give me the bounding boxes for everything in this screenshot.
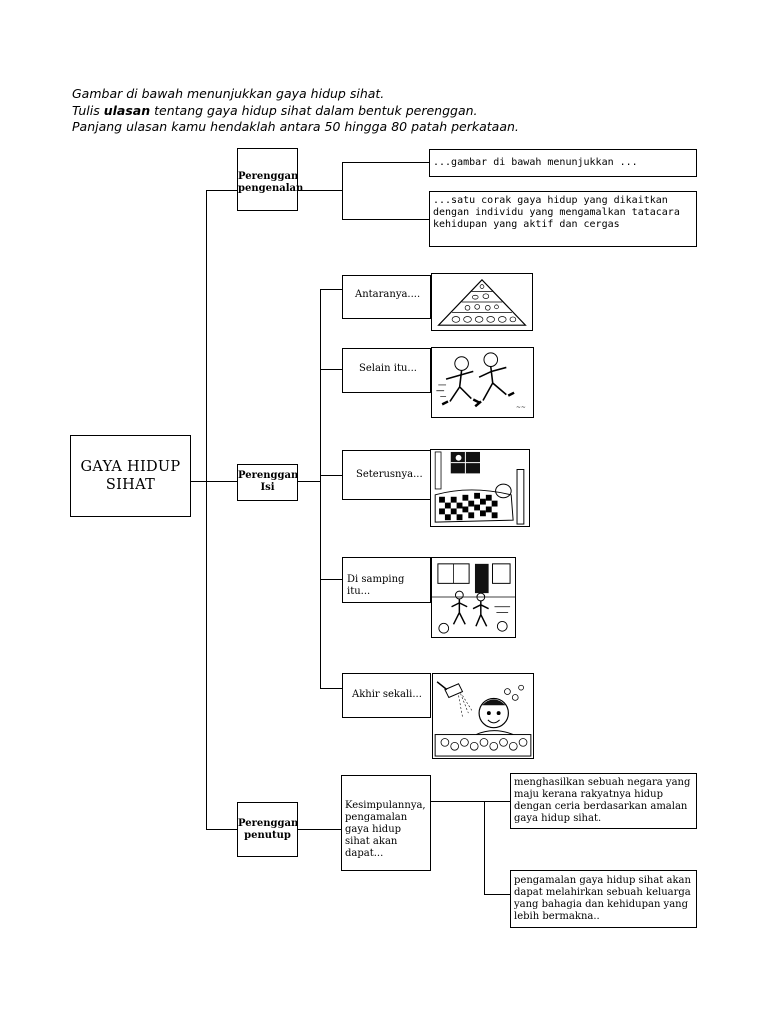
body-point-5-label: Akhir sekali... [352, 689, 422, 700]
body-link-v [320, 289, 321, 688]
children-running-picture: ~~ [431, 347, 534, 418]
body-point-3: Seterusnya... [342, 450, 431, 500]
instruction-line-3: Panjang ulasan kamu hendaklah antara 50 … [72, 119, 519, 134]
body-point-5: Akhir sekali... [342, 673, 431, 718]
body-paragraph-label-2: Isi [260, 482, 275, 493]
closing-result-h [431, 801, 484, 802]
body-point-3-label: Seterusnya... [356, 469, 423, 480]
branch-intro [206, 190, 237, 191]
intro-note-1-text: ...gambar di bawah menunjukkan ... [433, 157, 638, 168]
intro-paragraph-box: Perenggan pengenalan [237, 148, 304, 211]
children-playing-picture [431, 557, 516, 638]
closing-result-1-text: menghasilkan sebuah negara yang maju ker… [514, 777, 691, 824]
instruction-line-1: Gambar di bawah menunjukkan gaya hidup s… [72, 86, 385, 101]
closing-result-2-text: pengamalan gaya hidup sihat akan dapat m… [514, 875, 691, 922]
closing-result-v [484, 801, 485, 894]
closing-lead-box: Kesimpulannya, pengamalan gaya hidup sih… [341, 775, 431, 871]
closing-paragraph-label-1: Perenggan [238, 818, 299, 829]
body-point-1: Antaranya.... [342, 275, 431, 319]
branch-body [206, 481, 237, 482]
branch-closing [206, 829, 237, 830]
closing-link-h [298, 829, 341, 830]
main-topic-box: GAYA HIDUP SIHAT [70, 435, 191, 517]
body-link-5 [320, 688, 342, 689]
closing-paragraph-label-2: penutup [244, 830, 291, 841]
svg-text:~~: ~~ [516, 405, 526, 411]
closing-paragraph-box: Perenggan penutup [237, 802, 298, 857]
body-link-2 [320, 369, 342, 370]
body-point-4: Di samping itu... [342, 557, 431, 603]
body-link-h [298, 481, 320, 482]
closing-result-top [484, 801, 510, 802]
closing-result-bottom [484, 894, 510, 895]
body-point-1-label: Antaranya.... [355, 289, 421, 300]
intro-link-bottom [342, 219, 429, 220]
main-trunk-h [191, 481, 206, 482]
intro-link-top [342, 162, 429, 163]
intro-note-2: ...satu corak gaya hidup yang dikaitkan … [429, 191, 697, 247]
body-link-4 [320, 579, 342, 580]
body-paragraph-label-1: Perenggan [238, 470, 299, 481]
body-link-1 [320, 289, 342, 290]
body-point-2-label: Selain itu... [359, 363, 417, 374]
intro-paragraph-label-2: pengenalan [238, 183, 304, 194]
main-trunk-v [206, 190, 207, 829]
child-sleeping-picture [430, 449, 530, 527]
body-point-2: Selain itu... [342, 348, 431, 393]
closing-result-2: pengamalan gaya hidup sihat akan dapat m… [510, 870, 697, 928]
intro-link-v [342, 162, 343, 219]
intro-link-h [298, 190, 342, 191]
closing-lead-text: Kesimpulannya, pengamalan gaya hidup sih… [345, 800, 426, 859]
body-link-3 [320, 475, 342, 476]
body-paragraph-box: Perenggan Isi [237, 464, 298, 501]
intro-note-1: ...gambar di bawah menunjukkan ... [429, 149, 697, 177]
food-pyramid-picture [431, 273, 533, 331]
child-bathing-picture [432, 673, 534, 759]
instructions: Gambar di bawah menunjukkan gaya hidup s… [72, 86, 519, 136]
instruction-line-2: Tulis ulasan tentang gaya hidup sihat da… [72, 102, 478, 118]
intro-paragraph-label-1: Perenggan [238, 171, 299, 182]
main-topic-line-2: SIHAT [105, 477, 156, 493]
instruction-emphasis: ulasan [103, 102, 151, 118]
closing-result-1: menghasilkan sebuah negara yang maju ker… [510, 773, 697, 829]
intro-note-2-text: ...satu corak gaya hidup yang dikaitkan … [433, 195, 680, 230]
main-topic-line-1: GAYA HIDUP [80, 459, 181, 475]
body-point-4-label: Di samping itu... [347, 574, 405, 597]
